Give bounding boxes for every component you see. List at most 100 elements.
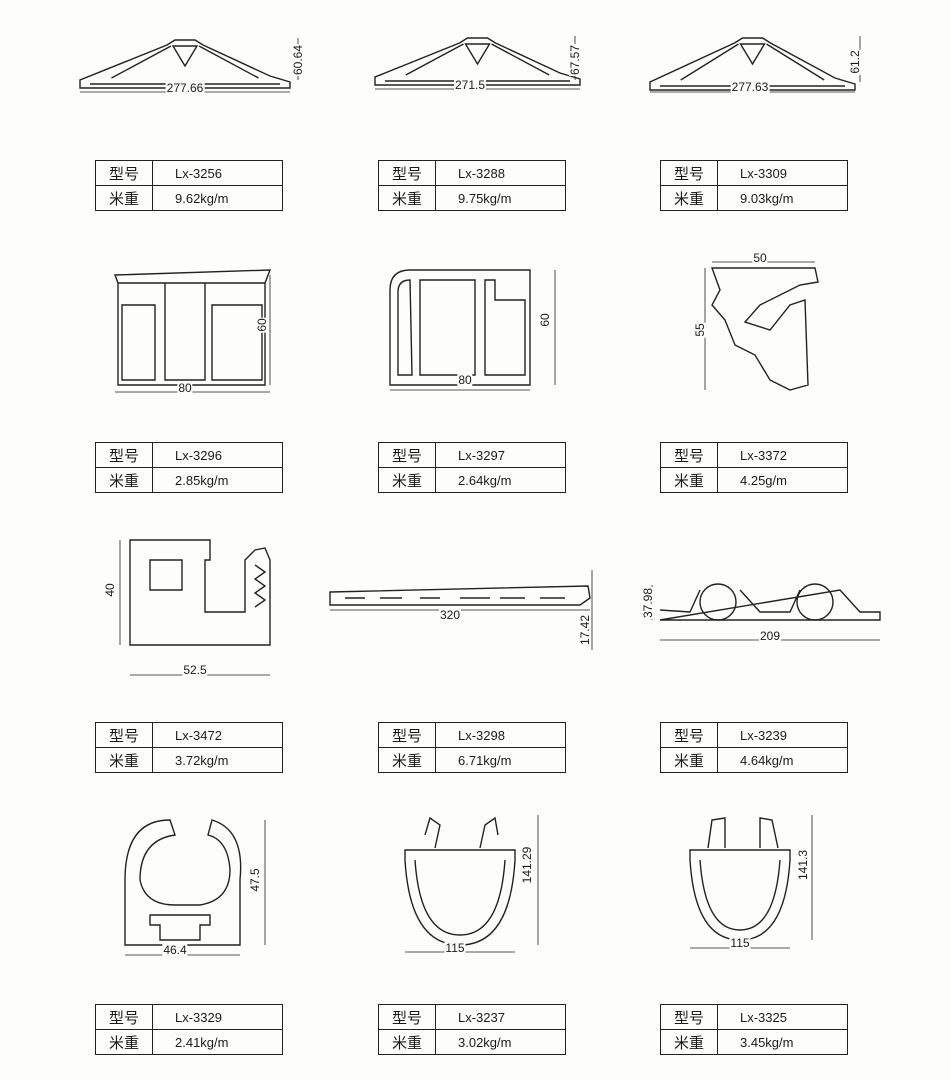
- weight-label: 米重: [95, 747, 153, 773]
- weight-value: 3.45kg/m: [717, 1029, 848, 1055]
- dimension-height: 61.2: [848, 49, 862, 75]
- profile-outline: [659, 589, 881, 621]
- dimension-width: 277.63: [730, 80, 770, 94]
- profile-outline: [404, 816, 516, 946]
- model-label: 型号: [660, 722, 718, 748]
- tube-circle: [796, 583, 834, 621]
- tube-circle: [699, 583, 737, 621]
- weight-label: 米重: [95, 185, 153, 211]
- model-label: 型号: [95, 160, 153, 186]
- profile-drawing-lx-3296: [114, 269, 272, 393]
- dimension-height: 60.64: [291, 43, 305, 77]
- model-label: 型号: [378, 722, 436, 748]
- model-label: 型号: [660, 442, 718, 468]
- dimension-height: 37.98: [641, 586, 655, 620]
- model-value: Lx-3325: [717, 1004, 848, 1030]
- profile-outline: [374, 37, 581, 86]
- weight-value: 4.64kg/m: [717, 747, 848, 773]
- dimension-height: 67.57: [568, 43, 582, 77]
- weight-label: 米重: [378, 747, 436, 773]
- model-value: Lx-3472: [152, 722, 283, 748]
- weight-label: 米重: [660, 185, 718, 211]
- model-label: 型号: [95, 442, 153, 468]
- weight-label: 米重: [95, 467, 153, 493]
- dimension-width: 50: [752, 251, 768, 265]
- weight-value: 3.72kg/m: [152, 747, 283, 773]
- weight-value: 3.02kg/m: [435, 1029, 566, 1055]
- weight-value: 9.75kg/m: [435, 185, 566, 211]
- profile-outline: [329, 585, 591, 606]
- profile-drawing-lx-3325: [689, 815, 813, 949]
- dimension-width: 52.5: [182, 663, 208, 677]
- profile-outline: [649, 37, 856, 91]
- weight-value: 2.41kg/m: [152, 1029, 283, 1055]
- dimension-width: 320: [438, 608, 462, 622]
- model-value: Lx-3297: [435, 442, 566, 468]
- dimension-height: 40: [103, 582, 117, 598]
- weight-label: 米重: [660, 747, 718, 773]
- model-label: 型号: [378, 442, 436, 468]
- weight-label: 米重: [660, 467, 718, 493]
- model-label: 型号: [378, 160, 436, 186]
- model-value: Lx-3256: [152, 160, 283, 186]
- weight-label: 米重: [378, 185, 436, 211]
- weight-value: 9.03kg/m: [717, 185, 848, 211]
- profile-drawing-lx-3472: [119, 539, 271, 676]
- weight-value: 2.64kg/m: [435, 467, 566, 493]
- dimension-height: 17.42: [578, 613, 592, 647]
- profile-drawing-lx-3297: [389, 269, 556, 391]
- dimension-width: 209: [758, 629, 782, 643]
- weight-label: 米重: [378, 1029, 436, 1055]
- weight-value: 4.25g/m: [717, 467, 848, 493]
- dimension-height: 55: [693, 322, 707, 338]
- dimension-width: 115: [444, 941, 466, 955]
- profile-outline: [79, 39, 291, 89]
- dimension-height: 141.3: [796, 848, 810, 882]
- profile-outline: [711, 267, 819, 391]
- dimension-width: 277.66: [165, 81, 205, 95]
- profile-drawing-lx-3329: [124, 819, 266, 956]
- model-label: 型号: [95, 722, 153, 748]
- dimension-width: 271.5: [453, 78, 487, 92]
- model-value: Lx-3237: [435, 1004, 566, 1030]
- profile-outline: [689, 817, 791, 941]
- dimension-width: 80: [177, 381, 193, 395]
- dimension-height: 60: [255, 317, 269, 333]
- dimension-width: 46.4: [162, 943, 188, 957]
- dimension-height: 47.5: [248, 867, 262, 893]
- dimension-lines: [125, 820, 266, 956]
- model-label: 型号: [95, 1004, 153, 1030]
- dimension-height: 60: [538, 312, 552, 328]
- model-value: Lx-3372: [717, 442, 848, 468]
- profile-outline: [114, 269, 272, 386]
- dimension-lines: [119, 540, 270, 676]
- model-label: 型号: [660, 1004, 718, 1030]
- dimension-lines: [390, 270, 556, 391]
- model-value: Lx-3296: [152, 442, 283, 468]
